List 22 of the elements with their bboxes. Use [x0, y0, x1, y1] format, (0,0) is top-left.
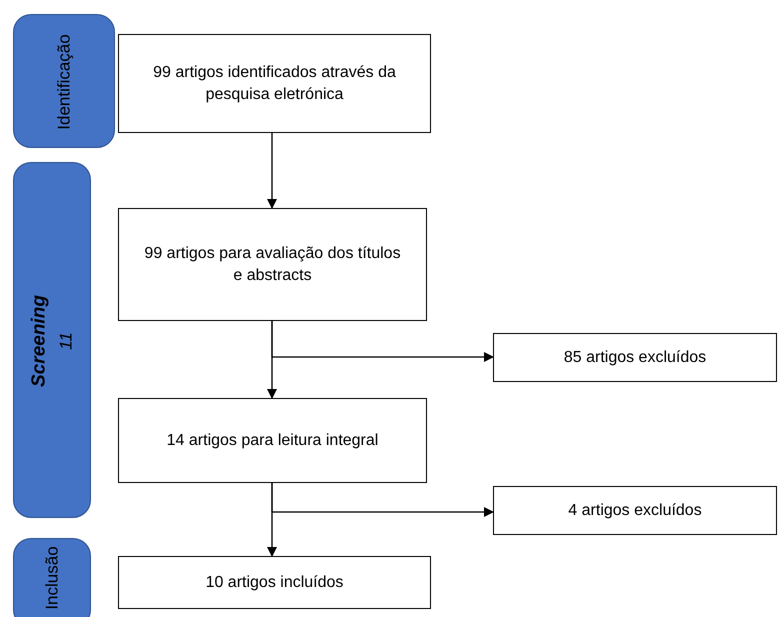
- stage-band: [13, 162, 91, 518]
- box-text: 85 artigos excluídos: [564, 348, 706, 368]
- process-box: [493, 486, 777, 535]
- box-text: 4 artigos excluídos: [568, 500, 702, 520]
- box-text: 10 artigos incluídos: [206, 572, 344, 592]
- arrow: [271, 321, 494, 362]
- arrow: [267, 133, 277, 209]
- band-number: 11: [55, 332, 76, 350]
- stage-band: [13, 14, 115, 148]
- process-box: [118, 556, 431, 609]
- box-text: 99 artigos identificados através da pesquisa eletrónica: [152, 62, 397, 104]
- process-box: [118, 34, 431, 133]
- box-text: 14 artigos para leitura integral: [166, 430, 378, 450]
- box-text: 99 artigos para avaliação dos títulos e abstracts: [143, 244, 402, 286]
- stage-label: Inclusão: [41, 546, 62, 610]
- stage-band: [13, 538, 91, 617]
- process-box: [493, 333, 777, 382]
- process-box: [118, 398, 427, 483]
- stage-label: Screening: [28, 295, 50, 387]
- process-box: [118, 208, 427, 321]
- stage-label: Identificação: [53, 34, 74, 130]
- arrow: [271, 483, 494, 517]
